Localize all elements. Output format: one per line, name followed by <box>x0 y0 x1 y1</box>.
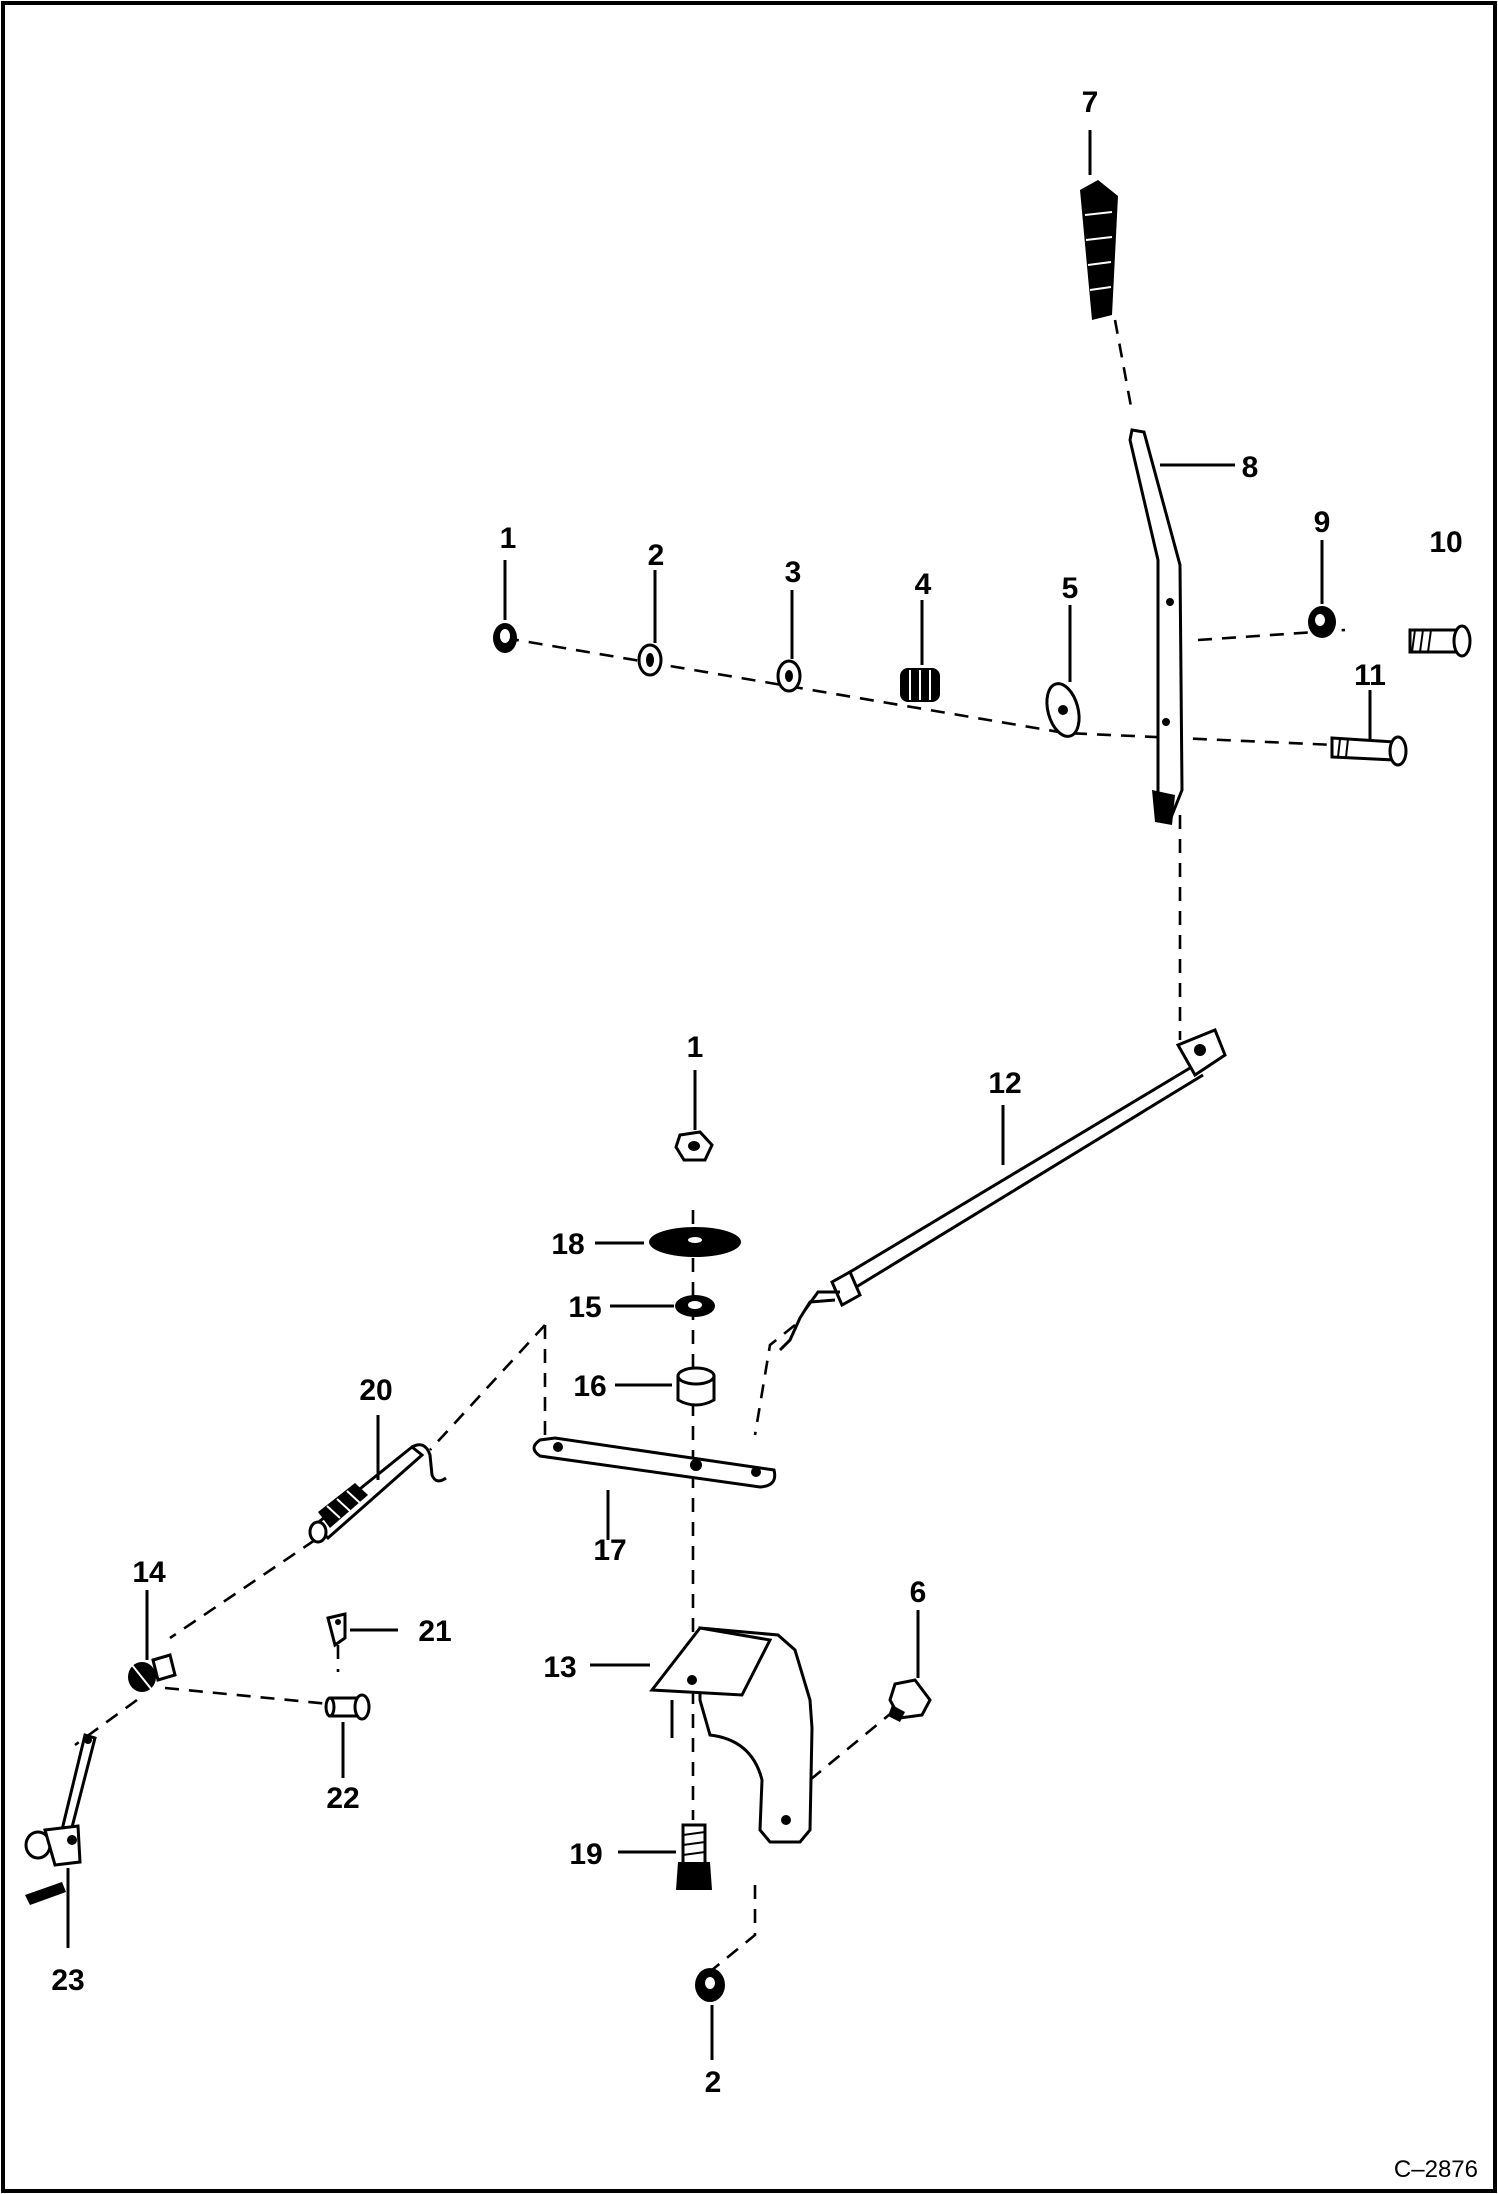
clevis-pin-part-22 <box>324 1693 371 1721</box>
rod20-hook-line <box>429 1324 546 1451</box>
spring-part-4 <box>900 668 940 702</box>
callout-8: 8 <box>1242 451 1259 484</box>
bolt6-to-bracket-line <box>809 1708 896 1782</box>
callout-18: 18 <box>551 1228 584 1261</box>
upper-pivot-axis-line <box>504 636 1336 747</box>
part14-to-22-line <box>164 1686 341 1707</box>
link-plate-part-17 <box>532 1436 777 1489</box>
part14-to-23-line <box>74 1698 138 1747</box>
swivel-part-14 <box>128 1653 177 1692</box>
callout-20: 20 <box>359 1374 392 1407</box>
rod20-to-14-line <box>169 1538 316 1640</box>
rod-to-plate-line <box>753 1323 796 1436</box>
bracket-part-13 <box>649 1626 814 1844</box>
callout-9: 9 <box>1314 506 1331 539</box>
callout-1-center: 1 <box>687 1031 704 1064</box>
callout-21: 21 <box>418 1615 451 1648</box>
callout-7: 7 <box>1082 86 1099 119</box>
lever-part-8 <box>1128 428 1184 825</box>
washer-part-2-upper <box>637 643 663 677</box>
callout-11: 11 <box>1354 659 1386 692</box>
callout-17: 17 <box>593 1534 626 1567</box>
callout-2-lower: 2 <box>705 2066 722 2099</box>
callout-22: 22 <box>326 1782 359 1815</box>
callout-leaders <box>66 130 1372 2060</box>
threaded-rod-part-20 <box>308 1443 447 1544</box>
cotter-pin-part-21 <box>326 1612 347 1648</box>
callout-14: 14 <box>132 1556 166 1589</box>
callout-12: 12 <box>988 1067 1021 1100</box>
nut-part-1-center <box>674 1130 714 1162</box>
callout-5: 5 <box>1062 572 1079 605</box>
callout-3: 3 <box>785 556 802 589</box>
bolt-part-19 <box>676 1823 712 1890</box>
nut-part-1-upper <box>493 623 517 653</box>
arm-part-23 <box>24 1733 97 1905</box>
callout-10: 10 <box>1429 526 1462 559</box>
bolt-part-10 <box>1408 624 1472 658</box>
callout-15: 15 <box>568 1291 601 1324</box>
callout-13: 13 <box>543 1651 576 1684</box>
bushing-part-16 <box>676 1366 716 1407</box>
callout-16: 16 <box>573 1370 606 1403</box>
bracket-to-nut2-line <box>711 1885 757 1972</box>
handle-grip-part-7 <box>1080 180 1118 320</box>
handle-to-lever-line <box>1113 319 1134 413</box>
bolt-part-11 <box>1330 735 1408 767</box>
bolt-part-6 <box>888 1678 932 1722</box>
callout-numbers: 7 8 1 2 3 4 5 9 10 11 12 1 18 15 16 20 1… <box>51 86 1462 2099</box>
nut-part-9 <box>1308 606 1336 638</box>
callout-2-upper: 2 <box>648 539 665 572</box>
rod-part-12 <box>778 1028 1227 1352</box>
callout-4: 4 <box>915 568 932 601</box>
washer-part-3 <box>776 659 802 693</box>
callout-1-upper: 1 <box>500 522 517 555</box>
callout-23: 23 <box>51 1964 84 1997</box>
callout-19: 19 <box>569 1838 602 1871</box>
small-washer-part-15 <box>675 1295 715 1317</box>
nut-part-2-lower <box>695 1968 725 2002</box>
drawing-number: C–2876 <box>1394 2156 1478 2183</box>
callout-6: 6 <box>910 1576 927 1609</box>
flat-washer-part-5 <box>1045 682 1081 738</box>
large-washer-part-18 <box>649 1227 741 1257</box>
